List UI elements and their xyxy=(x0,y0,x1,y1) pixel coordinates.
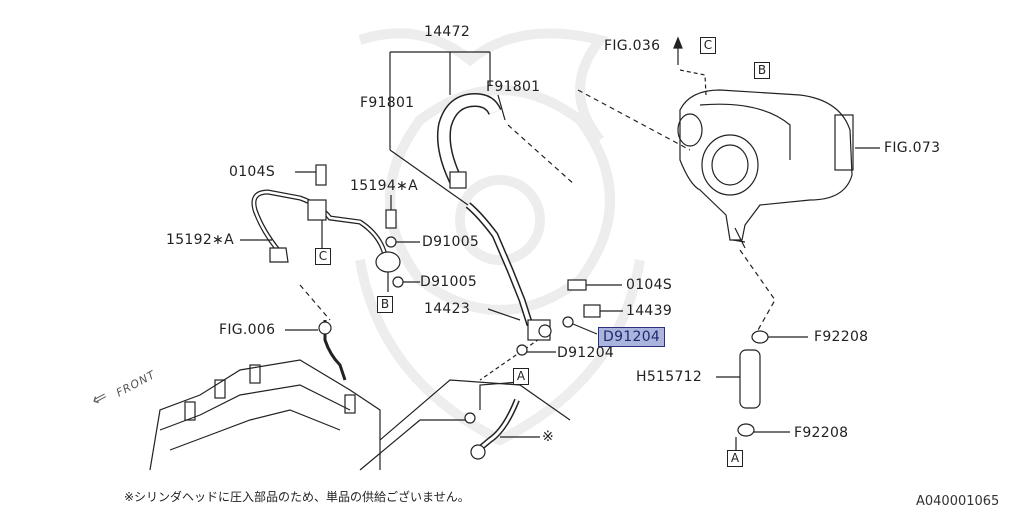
fig-036-link[interactable]: FIG.036 xyxy=(604,38,661,54)
ref-a-mid[interactable]: A xyxy=(513,368,529,385)
ref-b-top[interactable]: B xyxy=(754,62,770,79)
ref-c-left[interactable]: C xyxy=(315,248,331,265)
ref-c-top[interactable]: C xyxy=(700,37,716,54)
part-d91005-top-label[interactable]: D91005 xyxy=(422,234,480,250)
part-14472-label[interactable]: 14472 xyxy=(424,24,471,40)
part-f91801-left-label[interactable]: F91801 xyxy=(360,95,415,111)
part-h515712-label[interactable]: H515712 xyxy=(636,369,703,385)
part-14439-label[interactable]: 14439 xyxy=(626,303,673,319)
part-14423-label[interactable]: 14423 xyxy=(424,301,471,317)
part-d91005-bottom-label[interactable]: D91005 xyxy=(420,274,478,290)
ref-b-left[interactable]: B xyxy=(377,296,393,313)
part-f92208-bottom-label[interactable]: F92208 xyxy=(794,425,849,441)
part-0104s-right-label[interactable]: 0104S xyxy=(626,277,673,293)
part-15194a-label[interactable]: 15194∗A xyxy=(350,178,418,194)
part-f92208-top-label[interactable]: F92208 xyxy=(814,329,869,345)
fig-006-link[interactable]: FIG.006 xyxy=(219,322,276,338)
part-15192a-label[interactable]: 15192∗A xyxy=(166,232,234,248)
part-f91801-right-label[interactable]: F91801 xyxy=(486,79,541,95)
turbocharger xyxy=(677,89,854,249)
footnote: ※シリンダヘッドに圧入部品のため、単品の供給ございません。 xyxy=(124,490,470,504)
part-d91204-lower-label[interactable]: D91204 xyxy=(557,345,615,361)
cylinder-head xyxy=(149,359,571,471)
fig-073-link[interactable]: FIG.073 xyxy=(884,140,941,156)
part-d91204-highlighted[interactable]: D91204 xyxy=(598,327,666,347)
part-0104s-top-label[interactable]: 0104S xyxy=(229,164,276,180)
diagram-code: A040001065 xyxy=(916,494,1000,509)
ref-a-bottom[interactable]: A xyxy=(727,450,743,467)
diagram-lines xyxy=(149,36,880,471)
asterisk-marker: ※ xyxy=(542,429,555,445)
watermark-logo xyxy=(355,28,645,446)
